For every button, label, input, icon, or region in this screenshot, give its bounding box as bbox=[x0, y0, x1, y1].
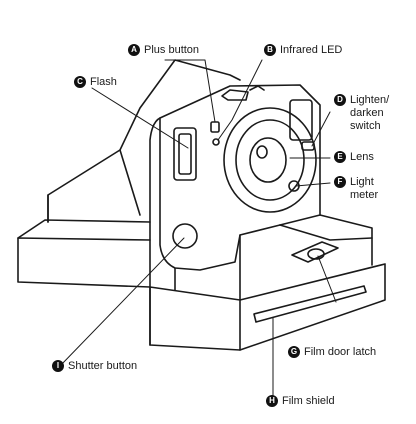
callout-light-meter: F Light meter bbox=[334, 176, 378, 202]
callout-label: Lens bbox=[350, 151, 374, 163]
callout-infrared-led: B Infrared LED bbox=[264, 44, 342, 57]
callout-label: Film door latch bbox=[304, 346, 377, 358]
infrared-led-shape bbox=[212, 138, 220, 146]
callout-label: Flash bbox=[90, 76, 117, 88]
callout-label: Shutter button bbox=[68, 360, 138, 372]
callout-label-group: Lighten/ darken switch bbox=[350, 94, 389, 133]
callout-label: Plus button bbox=[144, 44, 200, 56]
callout-shutter-button: I Shutter button bbox=[52, 360, 137, 373]
callout-badge: D bbox=[334, 94, 346, 106]
callout-film-door-latch: G Film door latch bbox=[288, 346, 376, 359]
callout-plus-button: A Plus button bbox=[128, 44, 199, 57]
camera-rear-body bbox=[47, 59, 241, 223]
callout-flash: C Flash bbox=[74, 76, 117, 89]
callout-lighten-darken-switch: D Lighten/ darken switch bbox=[334, 94, 389, 133]
shutter-button-shape bbox=[172, 223, 198, 249]
callout-badge: C bbox=[74, 76, 86, 88]
callout-label: Infrared LED bbox=[280, 44, 343, 56]
callout-label-line: Light bbox=[350, 176, 374, 188]
callout-label-group: Light meter bbox=[350, 176, 378, 202]
film-door-latch-shape bbox=[291, 241, 339, 263]
callout-label-line: switch bbox=[350, 120, 381, 132]
lens-shape bbox=[223, 107, 317, 213]
viewfinder-window bbox=[289, 99, 313, 141]
film-shield-shape bbox=[253, 285, 367, 323]
top-buttons bbox=[221, 85, 265, 101]
callout-label-line: darken bbox=[350, 107, 384, 119]
callout-badge: A bbox=[128, 44, 140, 56]
callout-badge: E bbox=[334, 151, 346, 163]
leader-lines bbox=[59, 59, 337, 399]
callout-badge: I bbox=[52, 360, 64, 372]
camera-base bbox=[17, 219, 386, 351]
flash-window bbox=[173, 127, 197, 181]
callout-badge: B bbox=[264, 44, 276, 56]
callout-label: Film shield bbox=[282, 395, 335, 407]
lighten-darken-switch-shape bbox=[301, 141, 315, 151]
plus-button-shape bbox=[210, 121, 220, 133]
callout-badge: F bbox=[334, 176, 346, 188]
camera-front-body bbox=[149, 84, 373, 301]
callout-label-line: meter bbox=[350, 189, 379, 201]
callout-film-shield: H Film shield bbox=[266, 395, 335, 408]
callout-lens: E Lens bbox=[334, 151, 374, 164]
callout-badge: G bbox=[288, 346, 300, 358]
callout-label-line: Lighten/ bbox=[350, 94, 390, 106]
callout-badge: H bbox=[266, 395, 278, 407]
